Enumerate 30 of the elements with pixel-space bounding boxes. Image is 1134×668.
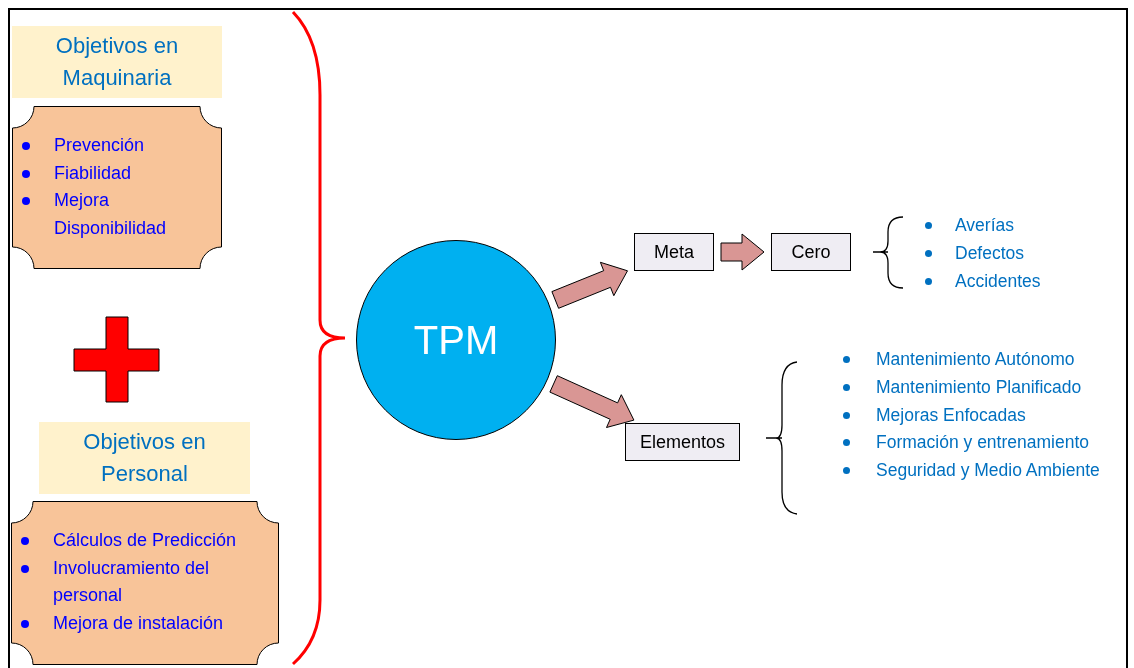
plaque-box [11,501,279,665]
box-label: Elementos [639,430,725,454]
process-box [634,233,714,271]
list-item: Mantenimiento Autónomo [876,348,1075,371]
list-item: Averías [955,214,1014,237]
circle-title: TPM [413,317,499,364]
block-arrow [720,233,765,271]
process-box [625,423,740,461]
list-item: Mejoras Enfocadas [876,403,1026,427]
list-item: Involucramiento del personal [53,556,211,607]
list-item: Mejora de instalación [53,611,224,635]
process-box [771,233,851,271]
band-title: Objetivos en Personal [82,428,207,488]
block-arrow [551,261,628,309]
list-item: Seguridad y Medio Ambiente [876,459,1100,483]
list-item: Cálculos de Predicción [53,529,237,552]
title-band [39,422,250,494]
title-band [12,26,222,98]
list-item: Mejora Disponibilidad [54,189,168,240]
list-item: Prevención [54,134,145,157]
list-item: Fiabilidad [54,161,132,185]
box-label: Meta [654,240,694,264]
list-item: Defectos [955,241,1025,265]
plaque-box [12,106,222,269]
box-label: Cero [791,240,831,264]
list-item: Accidentes [955,269,1041,293]
list-item: Mantenimiento Planificado [876,375,1082,399]
block-arrow [549,375,635,428]
band-title: Objetivos en Maquinaria [54,32,180,92]
list-item: Formación y entrenamiento [876,431,1090,455]
